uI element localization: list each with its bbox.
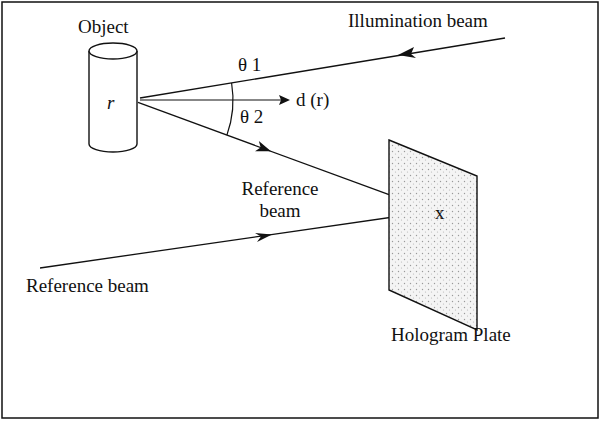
hologram-plate: Hologram Platex xyxy=(385,138,481,334)
beam-label: Reference beam xyxy=(26,275,149,297)
vector-label: d (r) xyxy=(296,89,329,111)
arrowhead xyxy=(398,47,416,58)
plate-shape xyxy=(389,140,477,330)
arrowhead xyxy=(255,233,272,242)
reference-beam-line xyxy=(40,212,428,268)
object-cylinder: Objectr xyxy=(88,42,138,154)
angle-label: θ 1 xyxy=(238,54,261,76)
object-label: Object xyxy=(78,16,129,38)
frame xyxy=(2,2,598,418)
angle-arc xyxy=(227,83,233,135)
cylinder-body xyxy=(89,51,137,152)
point-label: x xyxy=(435,202,445,224)
beam-label: Reference beam xyxy=(228,178,332,222)
plate-outline xyxy=(385,138,481,334)
displacement-line xyxy=(140,99,284,100)
arrowhead xyxy=(279,95,290,105)
position-label: r xyxy=(107,92,114,114)
beam-label: Illumination beam xyxy=(348,10,488,32)
arrowhead xyxy=(255,141,271,151)
plate-label: Hologram Plate xyxy=(391,324,511,346)
cylinder-top xyxy=(89,43,137,59)
angle-label: θ 2 xyxy=(240,106,263,128)
